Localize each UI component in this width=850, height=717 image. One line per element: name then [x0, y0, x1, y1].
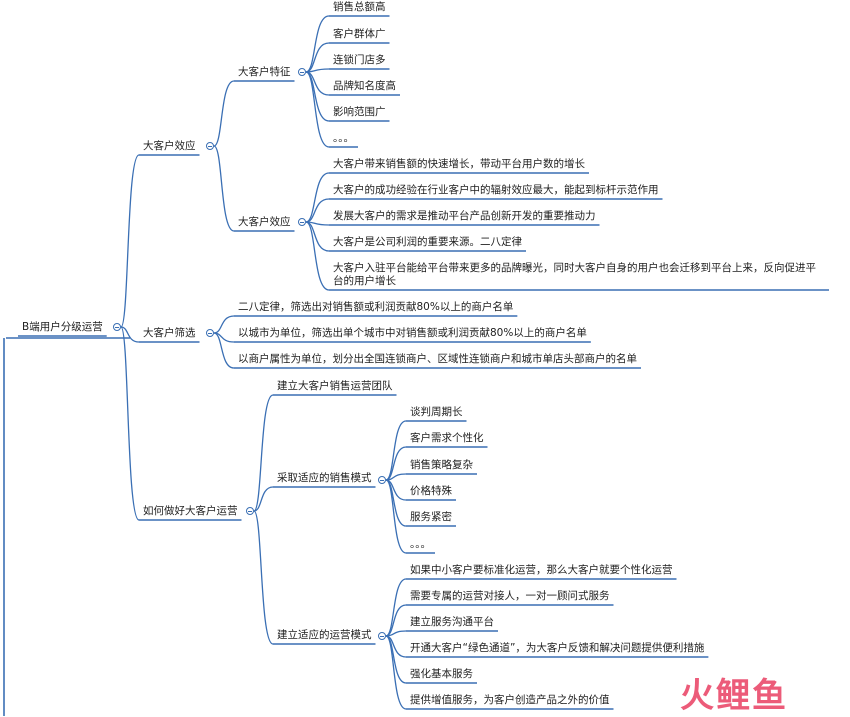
- branch-big-customer-screening[interactable]: 大客户筛选: [143, 327, 196, 339]
- leaf[interactable]: 连锁门店多: [333, 54, 386, 66]
- collapse-toggle-icon[interactable]: [298, 68, 306, 76]
- leaf[interactable]: 品牌知名度高: [333, 80, 396, 92]
- connector: [385, 479, 407, 527]
- leaf[interactable]: 开通大客户“绿色通道”，为大客户反馈和解决问题提供便利措施: [410, 642, 705, 654]
- leaf[interactable]: 客户群体广: [333, 28, 386, 40]
- leaf[interactable]: 销售策略复杂: [410, 459, 473, 471]
- connector: [213, 332, 235, 369]
- connector: [253, 394, 274, 512]
- collapse-toggle-icon[interactable]: [206, 142, 214, 150]
- connector: [253, 510, 274, 645]
- leaf[interactable]: 如果中小客户要标准化运营，那么大客户就要个性化运营: [410, 564, 673, 576]
- root-node[interactable]: B端用户分级运营: [22, 321, 103, 334]
- connector: [385, 578, 407, 637]
- leaf[interactable]: 大客户的成功经验在行业客户中的辐射效应最大，能起到标杆示范作用: [333, 184, 659, 196]
- sub-sales-team[interactable]: 建立大客户销售运营团队: [277, 380, 393, 392]
- connector: [385, 420, 407, 481]
- leaf[interactable]: 以城市为单位，筛选出单个城市中对销售额或利润贡献80%以上的商户名单: [238, 327, 587, 339]
- watermark-logo: 火鲤鱼: [680, 676, 788, 716]
- collapse-toggle-icon[interactable]: [378, 632, 386, 640]
- leaf[interactable]: 二八定律，筛选出对销售额或利润贡献80%以上的商户名单: [238, 301, 514, 313]
- leaf[interactable]: 大客户入驻平台能给平台带来更多的品牌曝光，同时大客户自身的用户也会迁移到平台上来…: [333, 262, 816, 287]
- connector: [120, 326, 140, 521]
- collapse-toggle-icon[interactable]: [113, 323, 121, 331]
- leaf[interactable]: 客户需求个性化: [410, 432, 484, 444]
- leaf[interactable]: 谈判周期长: [410, 406, 463, 418]
- leaf[interactable]: 以商户属性为单位，划分出全国连锁商户、区域性连锁商户和城市单店头部商户的名单: [238, 353, 637, 365]
- branch-how-to-operate[interactable]: 如何做好大客户运营: [143, 505, 238, 517]
- connector: [305, 198, 330, 223]
- branch-big-customer-effect[interactable]: 大客户效应: [143, 140, 196, 152]
- connector: [305, 172, 330, 223]
- leaf[interactable]: 服务紧密: [410, 511, 452, 523]
- connector: [213, 315, 235, 334]
- connector: [305, 42, 330, 73]
- connector: [385, 604, 407, 637]
- connector: [305, 71, 330, 122]
- root-label: B端用户分级运营: [22, 321, 103, 333]
- collapse-toggle-icon[interactable]: [298, 218, 306, 226]
- leaf[interactable]: 销售总额高: [333, 1, 386, 13]
- leaf[interactable]: 发展大客户的需求是推动平台产品创新开发的重要推动力: [333, 210, 596, 222]
- collapse-toggle-icon[interactable]: [378, 476, 386, 484]
- leaf[interactable]: 影响范围广: [333, 106, 386, 118]
- leaf[interactable]: 强化基本服务: [410, 668, 473, 680]
- connector: [385, 635, 407, 684]
- connector: [120, 154, 140, 328]
- sub-sales-model[interactable]: 采取适应的销售模式: [277, 472, 372, 484]
- leaf[interactable]: 价格特殊: [410, 485, 452, 497]
- leaf[interactable]: 。。。: [410, 538, 431, 550]
- connector: [385, 635, 407, 710]
- leaf[interactable]: 提供增值服务，为客户创造产品之外的价值: [410, 694, 610, 706]
- leaf[interactable]: 大客户带来销售额的快速增长，带动平台用户数的增长: [333, 158, 585, 170]
- collapse-toggle-icon[interactable]: [246, 507, 254, 515]
- leaf[interactable]: 需要专属的运营对接人，一对一顾问式服务: [410, 590, 610, 602]
- connector: [305, 221, 330, 291]
- connector: [305, 71, 330, 148]
- sub-big-customer-effect[interactable]: 大客户效应: [238, 216, 291, 228]
- leaf[interactable]: 建立服务沟通平台: [410, 616, 494, 628]
- connector: [385, 479, 407, 554]
- leaf[interactable]: 大客户是公司利润的重要来源。二八定律: [333, 236, 522, 248]
- connector: [213, 80, 235, 147]
- connector: [120, 326, 140, 343]
- sub-operation-model[interactable]: 建立适应的运营模式: [277, 629, 372, 641]
- connector: [385, 446, 407, 481]
- sub-big-customer-features[interactable]: 大客户特征: [238, 66, 291, 78]
- connector: [253, 486, 274, 512]
- connector: [213, 145, 235, 232]
- leaf[interactable]: 。。。: [333, 132, 354, 144]
- collapse-toggle-icon[interactable]: [206, 329, 214, 337]
